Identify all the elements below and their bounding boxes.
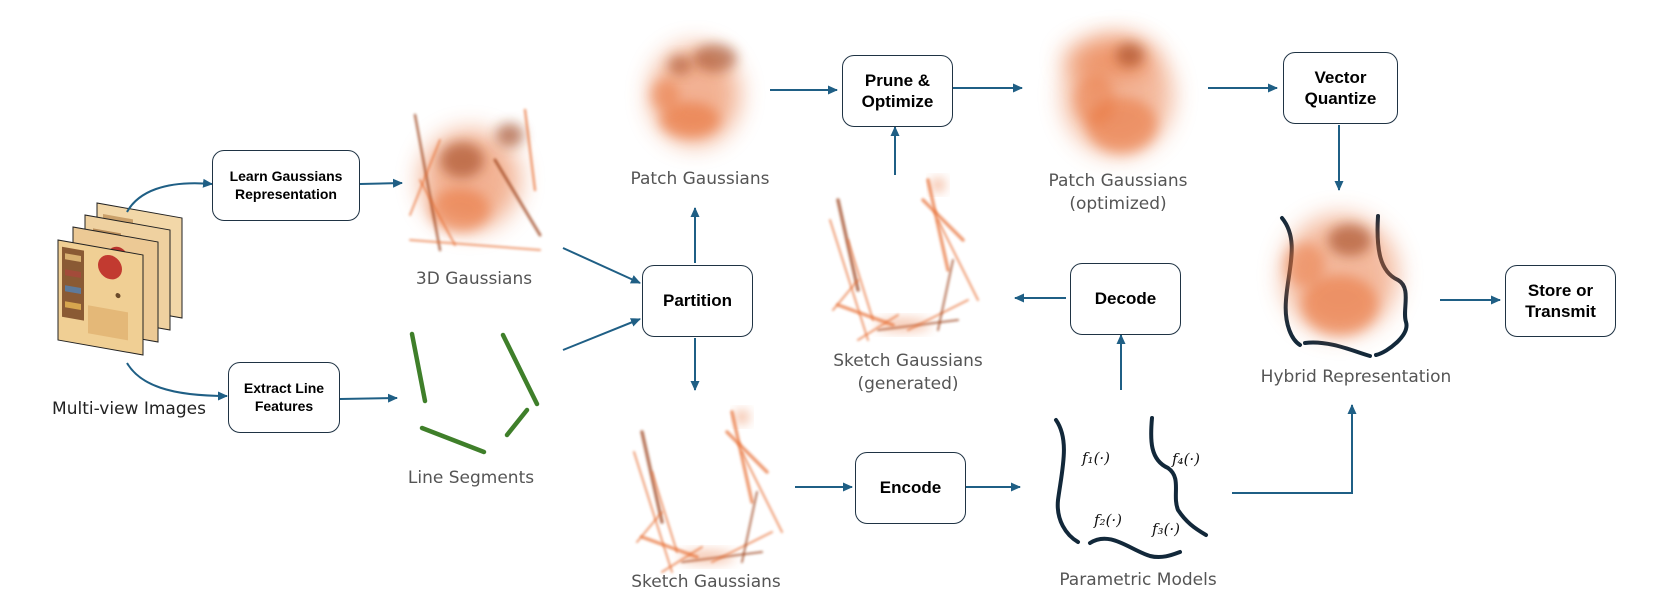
hybrid-gaussians-icon [1282, 215, 1398, 335]
extract-line-features-box: Extract Line Features [228, 362, 340, 433]
partition-box: Partition [642, 265, 753, 337]
learn-gaussians-box: Learn Gaussians Representation [212, 150, 360, 221]
label-multiview-images: Multi-view Images [52, 399, 206, 419]
arrow-segments-to-partition [562, 318, 641, 351]
sketch-gaussians-generated-icon [829, 178, 979, 341]
patch-gaussians-icon [650, 44, 740, 145]
arrow-images-to-learn [126, 178, 213, 213]
label-patch-gaussians: Patch Gaussians [630, 169, 770, 189]
parametric-curves-icon [1054, 416, 1208, 560]
label-hybrid-representation: Hybrid Representation [1260, 367, 1452, 387]
arrow-parametric-to-hybrid [1232, 404, 1357, 494]
label-3d-gaussians: 3D Gaussians [415, 269, 533, 289]
store-transmit-box: Store or Transmit [1505, 265, 1616, 337]
3d-gaussians-icon [409, 108, 542, 252]
label-patch-gaussians-optimized: Patch Gaussians (optimized) [1048, 171, 1188, 214]
vector-quantize-box: Vector Quantize [1283, 52, 1398, 124]
arrow-extract-to-segments [339, 393, 398, 403]
label-parametric-models: Parametric Models [1059, 570, 1217, 590]
arrows [126, 83, 1501, 494]
sketch-gaussians-icon [633, 410, 783, 573]
label-sketch-gaussians-generated: Sketch Gaussians (generated) [833, 351, 983, 394]
encode-box: Encode [855, 452, 966, 524]
line-segments-icon [409, 331, 540, 455]
arrow-images-to-extract [126, 362, 228, 401]
patch-gaussians-optimized-icon [1063, 35, 1173, 155]
multiview-images-icon [57, 202, 183, 356]
label-sketch-gaussians: Sketch Gaussians [631, 572, 781, 592]
gaussian-clouds [409, 35, 1398, 573]
arrow-learn-to-3d [359, 178, 403, 188]
decode-box: Decode [1070, 263, 1181, 335]
label-line-segments: Line Segments [407, 468, 535, 488]
arrow-3d-to-partition [562, 247, 641, 284]
prune-optimize-box: Prune & Optimize [842, 55, 953, 127]
